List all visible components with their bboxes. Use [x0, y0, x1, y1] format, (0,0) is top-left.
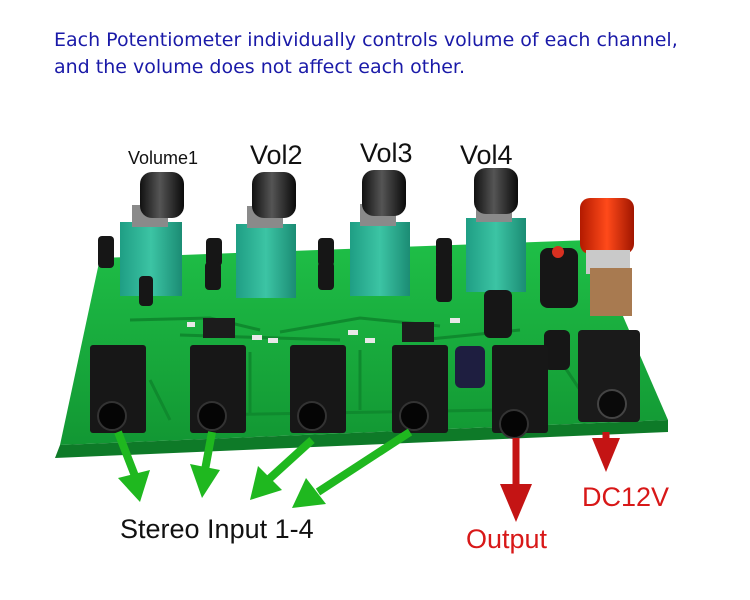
- input-arrows: [114, 428, 413, 508]
- dc-jack: [578, 330, 640, 422]
- label-vol4: Vol4: [460, 140, 513, 170]
- audio-jacks: [90, 345, 548, 439]
- label-output: Output: [466, 524, 548, 554]
- label-vol2: Vol2: [250, 140, 303, 170]
- label-vol3: Vol3: [360, 138, 413, 168]
- jack-output: [492, 345, 548, 439]
- jack-1: [90, 345, 146, 433]
- potentiometer-2: [236, 172, 296, 298]
- red-connector: [552, 198, 634, 316]
- label-volume1: Volume1: [128, 148, 199, 168]
- potentiometer-4: [466, 168, 526, 292]
- caption-line-2: and the volume does not affect each othe…: [54, 56, 466, 78]
- caption: Each Potentiometer individually controls…: [54, 27, 734, 81]
- output-arrows: [500, 432, 620, 522]
- jack-2: [190, 345, 246, 433]
- jack-3: [290, 345, 346, 433]
- capacitors: [98, 236, 578, 388]
- jack-4: [392, 345, 448, 433]
- caption-line-1: Each Potentiometer individually controls…: [54, 29, 678, 51]
- label-stereo-input: Stereo Input 1-4: [120, 514, 314, 544]
- potentiometer-3: [350, 170, 410, 296]
- label-dc12v: DC12V: [582, 482, 670, 512]
